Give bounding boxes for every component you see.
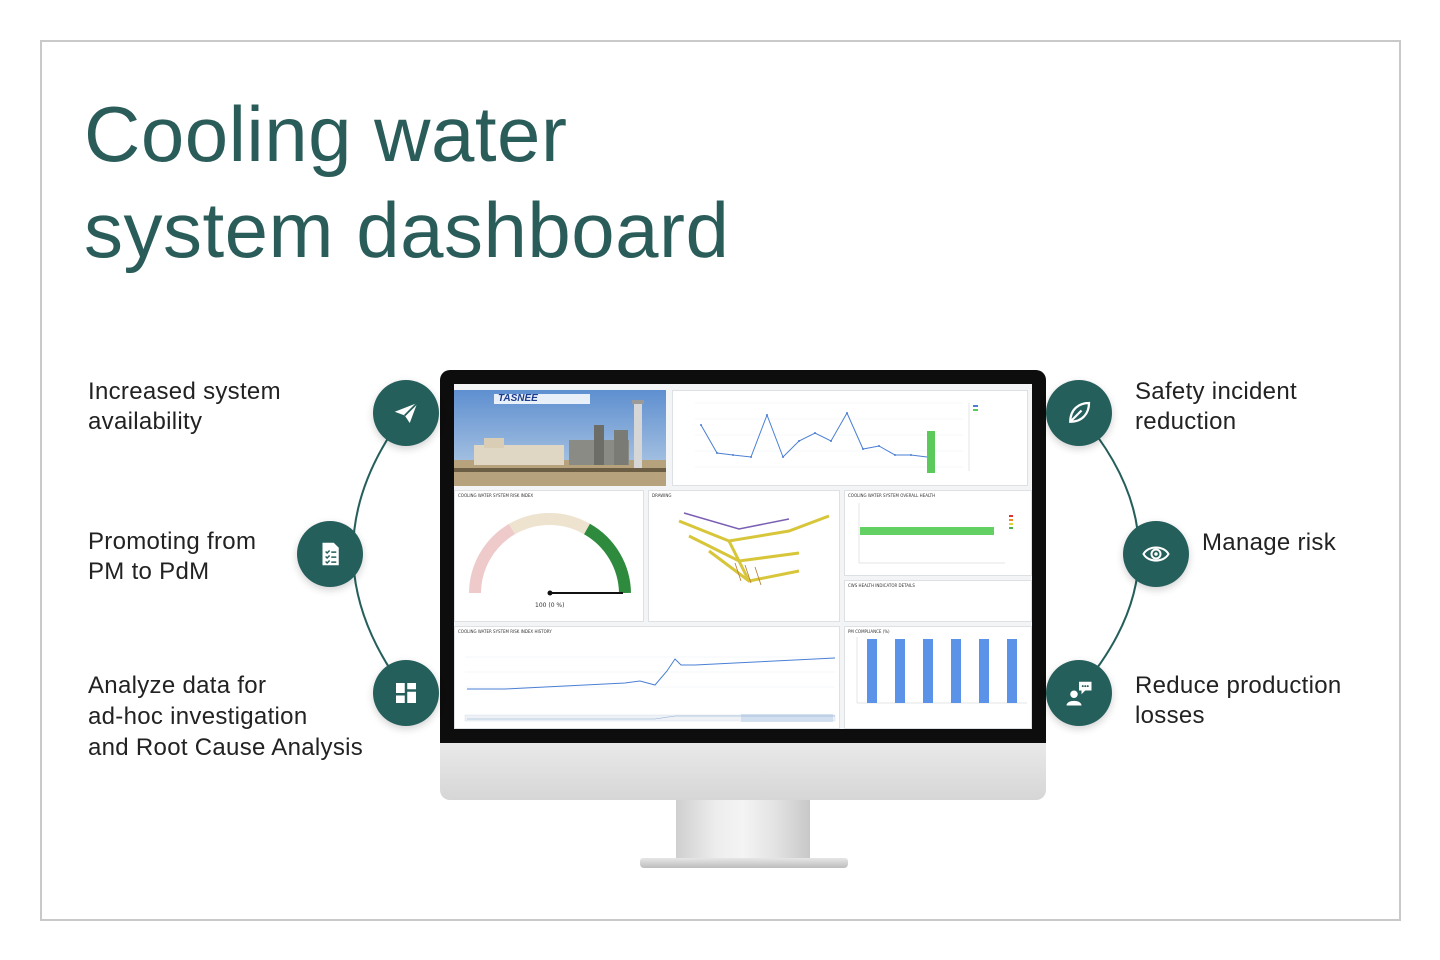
failure-time-chart-panel: [672, 390, 1028, 486]
checklist-icon: [297, 521, 363, 587]
title-line-1: Cooling water: [84, 90, 568, 178]
pm-compliance-panel: PM COMPLIANCE (%): [844, 626, 1032, 729]
health-details-panel: CWS HEALTH INDICATOR DETAILS: [844, 580, 1032, 622]
plant-photo: TASNEE: [454, 390, 666, 486]
page-title: Cooling water system dashboard: [84, 86, 729, 278]
leaf-icon: [1046, 380, 1112, 446]
benefit-safety: Safety incident reduction: [1135, 378, 1297, 435]
risk-index-title: COOLING WATER SYSTEM RISK INDEX: [458, 493, 534, 498]
health-details-title: CWS HEALTH INDICATOR DETAILS: [848, 583, 915, 588]
monitor-stand: [676, 798, 810, 860]
drawing-title: DRAWING: [652, 493, 672, 498]
failure-time-chart: [695, 402, 978, 473]
benefit-availability: Increased system availability: [88, 378, 281, 435]
logo-background: [494, 394, 590, 404]
risk-history-chart: [464, 656, 836, 722]
overall-health-chart: [858, 503, 1013, 564]
risk-history-panel: COOLING WATER SYSTEM RISK INDEX HISTORY: [454, 626, 840, 729]
benefit-manage-risk: Manage risk: [1202, 529, 1337, 556]
benefit-analyze-data: Analyze data for ad-hoc investigation an…: [88, 672, 364, 761]
title-line-2: system dashboard: [84, 186, 730, 274]
risk-index-panel: COOLING WATER SYSTEM RISK INDEX 100 (0 %…: [454, 490, 644, 622]
eye-icon: [1123, 521, 1189, 587]
dashboard-screen: TASNEE COOLING WATER SY: [454, 384, 1032, 729]
piping-drawing: [678, 512, 830, 586]
monitor-chin: [440, 743, 1046, 800]
monitor-base: [640, 858, 848, 868]
overall-health-panel: COOLING WATER SYSTEM OVERALL HEALTH: [844, 490, 1032, 576]
speech-person-icon: [1046, 660, 1112, 726]
dashboard-grid-icon: [373, 660, 439, 726]
benefit-production-losses: Reduce production losses: [1135, 672, 1342, 729]
monitor: TASNEE COOLING WATER SY: [440, 370, 1046, 800]
paper-plane-icon: [373, 380, 439, 446]
drawing-panel: DRAWING: [648, 490, 840, 622]
pm-compliance-title: PM COMPLIANCE (%): [848, 629, 890, 634]
risk-history-title: COOLING WATER SYSTEM RISK INDEX HISTORY: [458, 629, 552, 634]
benefit-pm-to-pdm: Promoting from PM to PdM: [88, 528, 257, 585]
overall-health-title: COOLING WATER SYSTEM OVERALL HEALTH: [848, 493, 936, 498]
gauge-value: 100 (0 %): [535, 602, 565, 609]
pm-compliance-chart: [856, 637, 1027, 704]
plant-photo-image: [454, 390, 666, 486]
risk-gauge: [469, 513, 631, 596]
tasnee-logo: TASNEE: [498, 393, 538, 404]
